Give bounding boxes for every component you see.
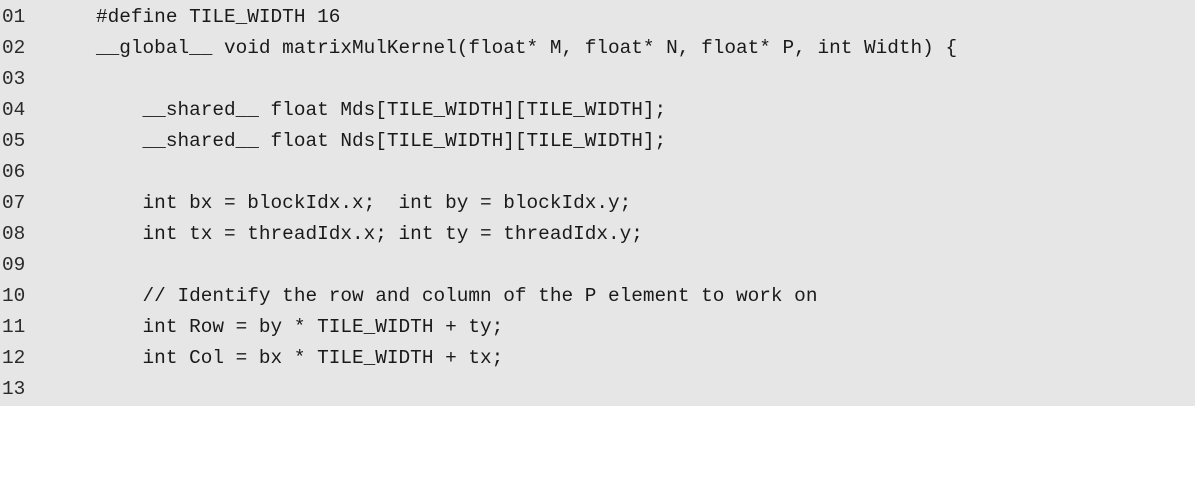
code-line: 09 [0,250,1195,281]
code-text: int bx = blockIdx.x; int by = blockIdx.y… [96,192,632,214]
code-line: 10 // Identify the row and column of the… [0,281,1195,312]
code-listing: 01 #define TILE_WIDTH 16 02 __global__ v… [0,0,1195,406]
line-number: 01 [2,6,26,28]
code-line: 04 __shared__ float Mds[TILE_WIDTH][TILE… [0,95,1195,126]
code-text: int Col = bx * TILE_WIDTH + tx; [96,347,504,369]
code-line: 11 int Row = by * TILE_WIDTH + ty; [0,312,1195,343]
line-number: 11 [2,316,26,338]
line-number: 09 [2,254,26,276]
code-text: #define TILE_WIDTH 16 [96,6,341,28]
code-line: 06 [0,157,1195,188]
line-number: 04 [2,99,26,121]
line-number: 10 [2,285,26,307]
line-number: 08 [2,223,26,245]
code-line: 02 __global__ void matrixMulKernel(float… [0,33,1195,64]
code-line: 03 [0,64,1195,95]
line-number: 05 [2,130,26,152]
line-number: 12 [2,347,26,369]
code-text: __global__ void matrixMulKernel(float* M… [96,37,958,59]
code-line: 12 int Col = bx * TILE_WIDTH + tx; [0,343,1195,374]
code-line: 05 __shared__ float Nds[TILE_WIDTH][TILE… [0,126,1195,157]
code-line: 01 #define TILE_WIDTH 16 [0,2,1195,33]
code-text: __shared__ float Mds[TILE_WIDTH][TILE_WI… [96,99,667,121]
code-comment: // Identify the row and column of the P … [96,285,818,307]
code-text: __shared__ float Nds[TILE_WIDTH][TILE_WI… [96,130,667,152]
line-number: 07 [2,192,26,214]
line-number: 03 [2,68,26,90]
code-text: int Row = by * TILE_WIDTH + ty; [96,316,504,338]
line-number: 13 [2,378,26,400]
line-number: 06 [2,161,26,183]
line-number: 02 [2,37,26,59]
code-line: 13 [0,374,1195,405]
code-line: 07 int bx = blockIdx.x; int by = blockId… [0,188,1195,219]
code-text: int tx = threadIdx.x; int ty = threadIdx… [96,223,643,245]
code-line: 08 int tx = threadIdx.x; int ty = thread… [0,219,1195,250]
